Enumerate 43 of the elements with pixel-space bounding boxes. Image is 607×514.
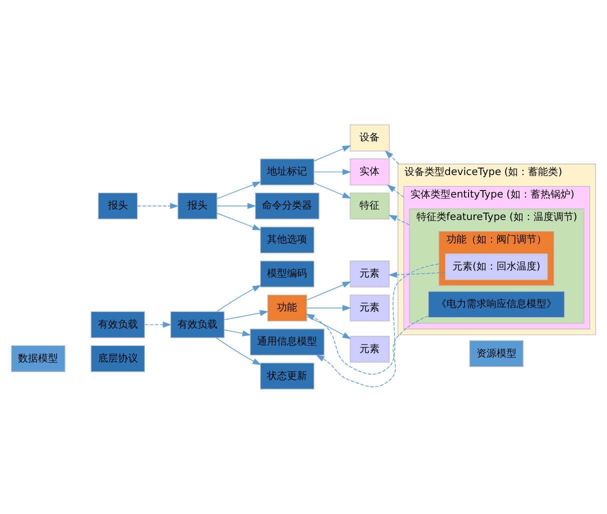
node-box: 有效负载 bbox=[90, 311, 145, 338]
arrow bbox=[224, 329, 252, 336]
node-box: 资源模型 bbox=[469, 340, 524, 368]
arrow bbox=[316, 316, 429, 388]
arrow bbox=[314, 145, 352, 162]
node-box: 元素(如：回水温度) bbox=[445, 253, 548, 280]
node-box: 数据模型 bbox=[11, 345, 66, 372]
arrow bbox=[216, 212, 262, 230]
arrow bbox=[216, 337, 262, 366]
node-box: 报头 bbox=[178, 192, 218, 220]
node-box: 特征 bbox=[350, 192, 390, 220]
node-box: 其他选项 bbox=[260, 226, 314, 254]
arrow bbox=[384, 150, 400, 164]
arrow bbox=[388, 214, 410, 226]
arrow bbox=[388, 272, 446, 278]
arrow bbox=[306, 264, 440, 375]
node-box: 模型编码 bbox=[260, 260, 314, 288]
node-box: 元素 bbox=[350, 294, 390, 322]
arrow bbox=[216, 202, 256, 210]
arrow bbox=[216, 284, 262, 312]
node-box: 底层协议 bbox=[90, 345, 145, 372]
node-box: 《电力需求响应信息模型》 bbox=[428, 291, 565, 318]
arrow bbox=[137, 202, 179, 210]
arrow bbox=[216, 182, 262, 200]
node-box: 命令分类器 bbox=[255, 192, 320, 220]
arrow bbox=[314, 168, 352, 175]
arrow bbox=[306, 304, 352, 312]
arrow bbox=[314, 182, 352, 198]
arrow bbox=[306, 316, 352, 340]
node-box: 通用信息模型 bbox=[250, 328, 324, 356]
arrow bbox=[144, 322, 172, 328]
node-box: 元素 bbox=[350, 336, 390, 363]
node-box: 功能 bbox=[267, 294, 308, 322]
arrow bbox=[386, 184, 404, 198]
node-box: 元素 bbox=[350, 260, 390, 288]
node-box: 有效负载 bbox=[170, 311, 225, 338]
node-box: 实体 bbox=[350, 158, 390, 186]
node-box: 报头 bbox=[98, 192, 138, 220]
node-box: 设备 bbox=[350, 124, 390, 152]
arrow bbox=[224, 310, 269, 320]
node-box: 地址标记 bbox=[260, 158, 314, 186]
arrow bbox=[306, 282, 352, 300]
node-box: 状态更新 bbox=[260, 362, 314, 390]
